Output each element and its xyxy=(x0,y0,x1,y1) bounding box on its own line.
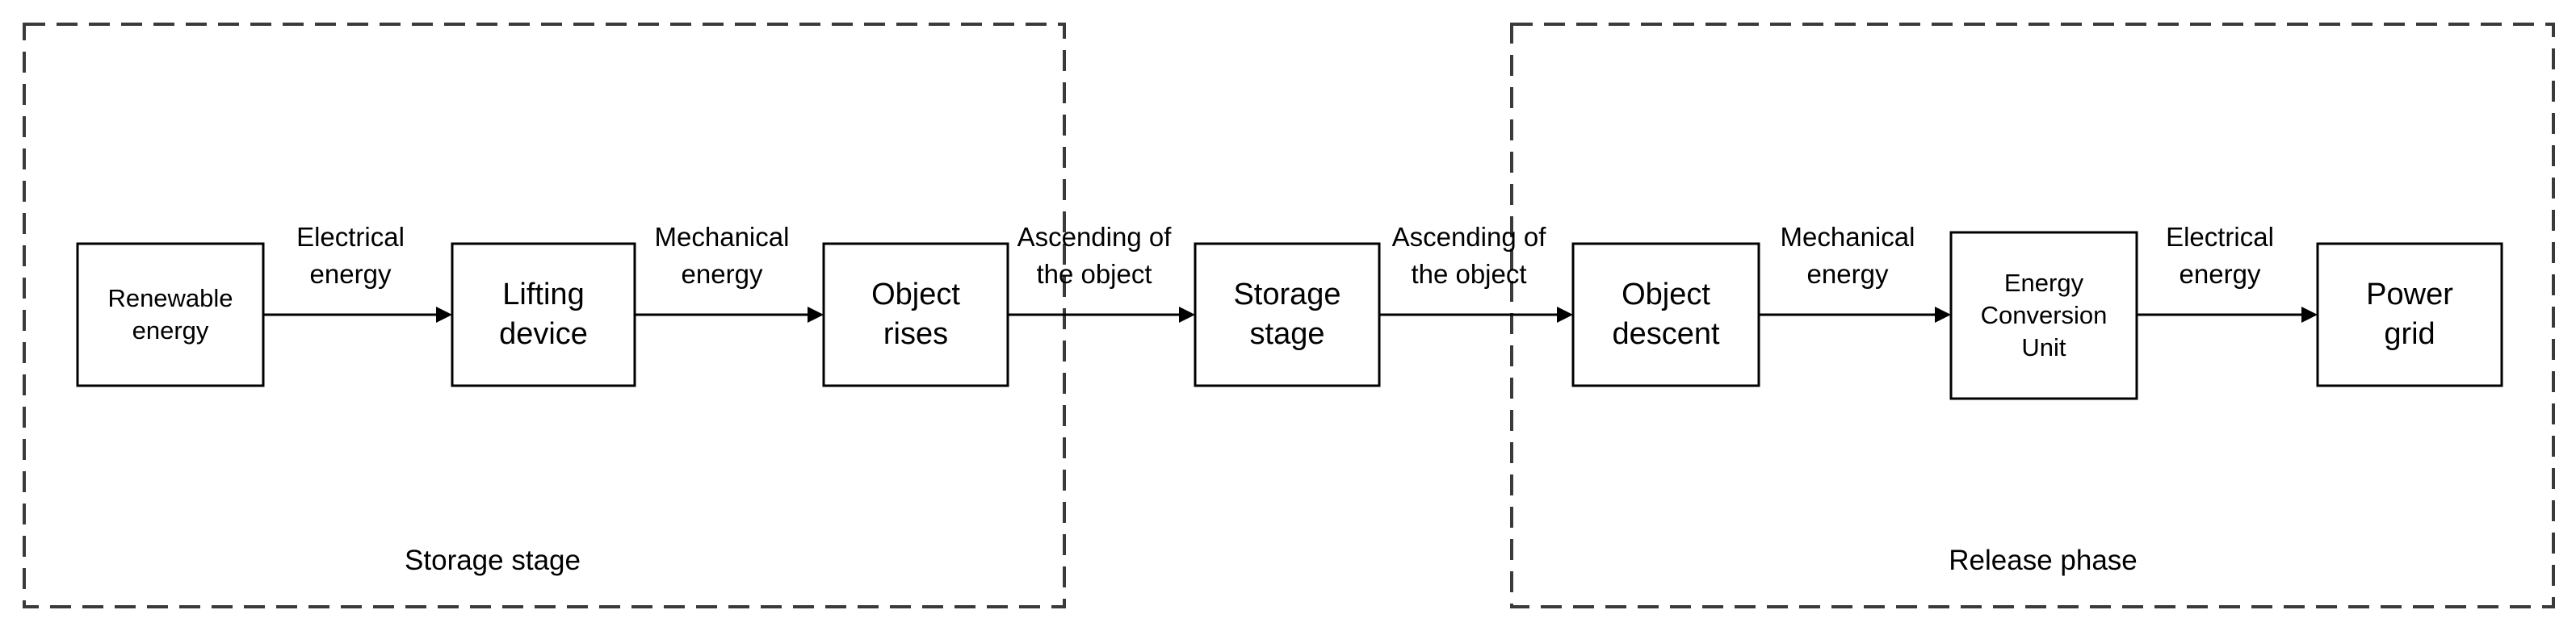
arrow-renewable-to-lifting xyxy=(263,307,452,323)
release-phase-group-label: Release phase xyxy=(1949,545,2138,577)
arrow-storage-to-descent xyxy=(1379,307,1573,323)
edge-label-ascending-1: Ascending of the object xyxy=(1008,211,1181,300)
edge-label-electrical-1-line1: Electrical xyxy=(296,221,405,252)
arrow-lifting-to-rises xyxy=(635,307,824,323)
object-rises-box xyxy=(822,242,1009,387)
edge-label-electrical-2-line1: Electrical xyxy=(2166,221,2274,252)
storage-stage-group-label: Storage stage xyxy=(405,545,581,577)
edge-label-ascending-1-line2: the object xyxy=(1036,259,1152,289)
power-grid-line1: Power xyxy=(2366,277,2453,311)
storage-stage-line2: stage xyxy=(1249,317,1325,351)
edge-label-mechanical-1-line1: Mechanical xyxy=(654,221,790,252)
edge-label-mechanical-1: Mechanical energy xyxy=(635,211,809,300)
edge-label-ascending-2: Ascending of the object xyxy=(1379,211,1559,300)
edge-label-ascending-1-line1: Ascending of xyxy=(1017,221,1172,252)
power-grid-line2: grid xyxy=(2384,317,2435,351)
energy-conversion-unit-box xyxy=(1949,231,2138,400)
renewable-energy-label: Renewable energy xyxy=(78,244,263,386)
renewable-energy-line2: energy xyxy=(132,316,209,345)
edge-label-mechanical-2: Mechanical energy xyxy=(1759,211,1936,300)
storage-stage-node-label: Storage stage xyxy=(1195,244,1379,386)
edge-label-ascending-2-line1: Ascending of xyxy=(1391,221,1546,252)
lifting-device-box xyxy=(451,242,636,387)
lifting-device-line2: device xyxy=(499,317,588,351)
energy-conversion-line2: Conversion xyxy=(1980,300,2108,329)
edge-label-electrical-2: Electrical energy xyxy=(2137,211,2303,300)
lifting-device-line1: Lifting xyxy=(502,277,585,311)
edge-label-mechanical-2-line1: Mechanical xyxy=(1780,221,1915,252)
energy-conversion-line3: Unit xyxy=(2021,333,2066,362)
object-descent-box xyxy=(1571,242,1760,387)
object-descent-label: Object descent xyxy=(1573,244,1759,386)
object-descent-line1: Object xyxy=(1622,277,1710,311)
renewable-energy-box xyxy=(76,242,265,387)
edge-label-electrical-1: Electrical energy xyxy=(263,211,438,300)
renewable-energy-line1: Renewable xyxy=(107,283,233,312)
arrow-conversion-to-grid xyxy=(2137,307,2318,323)
object-descent-line2: descent xyxy=(1612,317,1720,351)
edge-label-electrical-2-line2: energy xyxy=(2179,259,2261,289)
storage-stage-line1: Storage xyxy=(1233,277,1341,311)
power-grid-box xyxy=(2316,242,2503,387)
energy-conversion-unit-label: Energy Conversion Unit xyxy=(1951,232,2137,399)
object-rises-line2: rises xyxy=(883,317,949,351)
storage-stage-box xyxy=(1194,242,1381,387)
edge-label-electrical-1-line2: energy xyxy=(309,259,392,289)
lifting-device-label: Lifting device xyxy=(452,244,635,386)
arrow-rises-to-storage xyxy=(1008,307,1195,323)
power-grid-label: Power grid xyxy=(2318,244,2502,386)
object-rises-label: Object rises xyxy=(824,244,1008,386)
edge-label-mechanical-2-line2: energy xyxy=(1806,259,1889,289)
edge-label-mechanical-1-line2: energy xyxy=(681,259,763,289)
edge-label-ascending-2-line2: the object xyxy=(1411,259,1527,289)
object-rises-line1: Object xyxy=(871,277,960,311)
arrow-descent-to-conversion xyxy=(1759,307,1951,323)
energy-conversion-line1: Energy xyxy=(2003,268,2084,297)
